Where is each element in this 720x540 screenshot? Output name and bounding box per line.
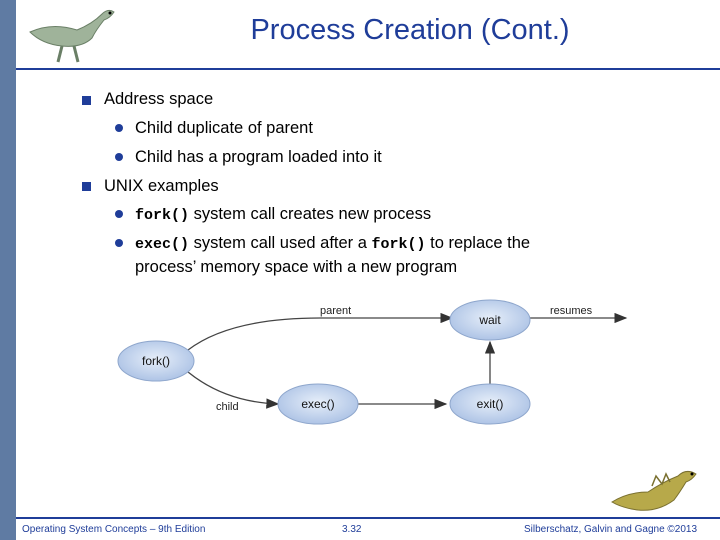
exec-description-1: system call used after a (189, 234, 372, 252)
footer-right: Silberschatz, Galvin and Gagne ©2013 (524, 524, 698, 535)
code-fork: fork() (135, 207, 190, 224)
node-fork (117, 340, 195, 382)
sub-bullet-exec-continued: process’ memory space with a new program (135, 258, 458, 276)
code-exec: exec() (135, 236, 190, 253)
label-parent: parent (320, 305, 351, 317)
exec-description-2: to replace the (425, 234, 531, 252)
slide-title: Process Creation (Cont.) (250, 14, 570, 46)
node-exec (277, 383, 359, 425)
dinosaur-logo-top (29, 9, 115, 63)
bullet-unix-examples: UNIX examples (104, 177, 219, 195)
sub-bullet-child-program: Child has a program loaded into it (135, 148, 382, 166)
parent-arc (187, 312, 454, 351)
label-child: child (216, 401, 239, 413)
bullet-dot (115, 124, 123, 132)
node-exec-label: exec() (301, 397, 334, 411)
dinosaur-logo-bottom (611, 470, 697, 511)
node-exit-label: exit() (477, 397, 504, 411)
bullet-square (82, 96, 91, 105)
label-resumes: resumes (550, 305, 593, 317)
code-fork-2: fork() (371, 236, 426, 253)
footer-page-number: 3.32 (342, 524, 362, 535)
left-sidebar-bar (0, 0, 16, 540)
node-fork-label: fork() (142, 354, 170, 368)
node-exit (449, 383, 531, 425)
sub-bullet-child-duplicate: Child duplicate of parent (135, 119, 313, 137)
bullet-dot (115, 239, 123, 247)
node-wait-label: wait (478, 313, 501, 327)
bullet-dot (115, 153, 123, 161)
sub-bullet-exec: exec() system call used after a fork() t… (135, 234, 530, 253)
bullet-dot (115, 210, 123, 218)
sub-bullet-fork: fork() system call creates new process (135, 205, 431, 224)
footer-left: Operating System Concepts – 9th Edition (22, 524, 206, 535)
fork-description: system call creates new process (189, 205, 432, 223)
node-wait (449, 299, 531, 341)
child-arc (187, 371, 280, 409)
title-divider (16, 68, 720, 70)
bullet-square (82, 182, 91, 191)
bullet-address-space: Address space (104, 90, 214, 108)
footer-divider (16, 517, 720, 519)
